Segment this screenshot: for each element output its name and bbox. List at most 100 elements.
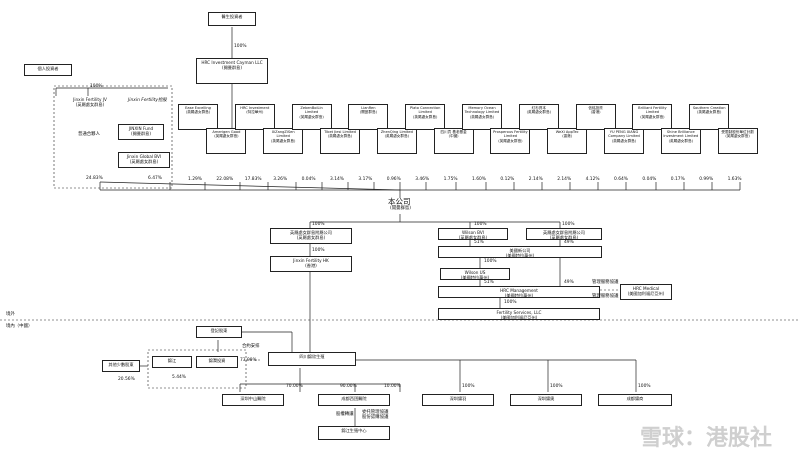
bvi-subsidiary-2-box: 英屬處女群島附屬公司 (英屬處女群島) [526, 228, 602, 240]
pct-5-44: 5.44% [172, 375, 186, 380]
shareholder-box: Ease Excelling (英屬處女群島) [178, 104, 218, 130]
shareholder-pct: 1.29% [188, 177, 202, 182]
shareholder-name: Plato Connection Limited (英屬處女群島) [409, 106, 441, 119]
sub-agreement-note: 委托管理協議 股份認購協議 [362, 410, 389, 420]
region-overseas: 境外 [6, 312, 15, 317]
shareholder-name: 信銘投資 (香港) [588, 106, 603, 115]
shareholder-pct: 3.14% [330, 177, 344, 182]
shareholder-pct: 0.64% [614, 177, 628, 182]
shareholder-name: Shine Brilliance Investment Limited (英屬處… [663, 130, 699, 143]
pct-c2: 100% [550, 384, 563, 389]
hospital-2-box: 成都西囝醫院 [318, 394, 390, 406]
shareholder-name: ZhenQing Limited (英屬處女群島) [380, 130, 413, 139]
shareholder-box: Brilliant Fertility Limited (英屬處女群島) [632, 104, 673, 130]
equity-transfer-label: 股權轉讓 [336, 412, 354, 417]
shareholder-pct: 0.04% [301, 177, 316, 182]
shareholder-box: Tibet Jiesi Limited (英屬處女群島) [320, 128, 360, 154]
jinxin-fund-box: JINXIN Fund (開曼群島) [118, 124, 164, 140]
shareholder-name: Prosperous Fertility Limited (英屬處女群島) [493, 130, 528, 143]
shareholder-name: Tibet Jiesi Limited (英屬處女群島) [324, 130, 356, 139]
pct-49-b: 49% [564, 280, 574, 285]
shareholder-box: HRC Investment (特拉華州) [234, 104, 275, 130]
shareholder-name: ZebenBoiLin Limited (英屬處女群島) [299, 106, 324, 119]
pct-73-99: 73.99% [240, 358, 257, 363]
shareholder-name: YU PENG XIANG Company Limited (英屬處女群島) [608, 130, 640, 143]
shareholder-box: 四川貢 養老基金 (中國) [433, 128, 474, 154]
shareholder-pct: 2.14% [557, 177, 572, 182]
shareholder-box: Memory Ocean Technology Limited (英屬處女群島) [462, 104, 502, 130]
shareholder-name: WeXi AppTec (香港) [555, 130, 579, 139]
shareholder-name: Southern Creation (英屬處女群島) [692, 106, 726, 115]
sichuan-jinrun-box: 錦潤投資 [196, 356, 238, 368]
shareholder-pct: 4.12% [585, 177, 600, 182]
shareholder-box: Prosperous Fertility Limited (英屬處女群島) [490, 128, 531, 154]
shareholder-box: Plato Connection Limited (英屬處女群島) [405, 104, 446, 130]
shareholder-box: 信銘投資 (香港) [575, 104, 616, 130]
wilson-us-box: Wilson US (美國特拉華州) [440, 268, 510, 280]
watermark: 雪球：港股社 [640, 426, 773, 451]
shareholder-pct: 3.17% [358, 177, 373, 182]
region-domestic: 境內（中國） [6, 324, 33, 329]
pct-51-b: 51% [484, 280, 494, 285]
wilson-bvi-pct: 100% [474, 222, 487, 227]
hrc-medical-note: 管理服務協議 [592, 294, 619, 299]
shareholder-name: Ease Excelling (英屬處女群島) [185, 106, 211, 115]
individual-pct: 100% [90, 84, 103, 89]
individual-investor-box: 個人投資者 [24, 64, 72, 76]
shareholder-box: Southern Creation (英屬處女群島) [689, 104, 730, 130]
shareholder-box: WeXi AppTec (香港) [547, 128, 588, 154]
shareholder-box: Shine Brilliance Investment Limited (英屬處… [660, 128, 701, 154]
shareholder-box: LianRen (開曼群島) [348, 104, 389, 130]
shareholder-name: HRC Investment (特拉華州) [240, 106, 270, 115]
pct-51-a: 51% [474, 240, 484, 245]
shareholder-box: Amerigen Good (英屬處女群島) [206, 128, 247, 154]
hrc-management-box: HRC Management (美國特拉華州) [438, 286, 600, 298]
hrc-cayman-pct: 100% [234, 44, 247, 49]
company-c1-box: 深圳錦羽 [422, 394, 494, 406]
us-newco-box: 美國新公司 (美國特拉華州) [438, 246, 602, 258]
shareholder-pct: 0.17% [670, 177, 685, 182]
shareholder-name: 受限制股份單位計劃 (英屬處女群島) [721, 130, 754, 139]
jinxin-hk-box: Jinxin Fertility HK (香港) [270, 256, 352, 272]
jinxin-global-box: Jinxin Global BVI (英屬處女群島) [118, 152, 170, 168]
shareholder-name: Brilliant Fertility Limited (英屬處女群島) [638, 106, 667, 119]
pct-c3: 100% [638, 384, 651, 389]
hrc-cayman-box: HRC Investment Cayman LLC (開曼群島) [196, 58, 268, 84]
bvi-sub-pct: 100% [312, 222, 325, 227]
us-newco-pct: 100% [484, 259, 497, 264]
company-name: 本公司 [388, 197, 411, 206]
shareholder-name: 四川貢 養老基金 (中國) [440, 130, 467, 139]
pct-c1: 100% [462, 384, 475, 389]
company-c3-box: 成都錦商 [598, 394, 672, 406]
other-shareholders-box: 其他少數股東 [102, 360, 140, 372]
shareholder-name: Amerigen Good (英屬處女群島) [212, 130, 241, 139]
left-pct-2: 6.47% [148, 176, 162, 181]
founder-label: 普通合夥人 [78, 132, 100, 137]
jinxin-group-label: Jinxin Fertility控股 [128, 98, 167, 103]
contract-arrangement: 合約安排 [242, 344, 260, 349]
shareholder-pct: 0.04% [642, 177, 657, 182]
bvi-subsidiary-box: 英屬處女群島附屬公司 (英屬處女群島) [270, 228, 352, 244]
hospital-1-box: 深圳中山醫院 [222, 394, 284, 406]
jinjiang-center-box: 錦江生殖中心 [318, 426, 390, 440]
hrc-medical-box: HRC Medical (美國加利福尼亞州) [620, 284, 672, 300]
shareholder-pct: 0.96% [386, 177, 401, 182]
shareholder-name: 紅杉資本 (英屬處女群島) [526, 106, 551, 115]
jinxin-hk-pct: 100% [312, 248, 325, 253]
management-agreement-note: 管理服務協議 [592, 280, 619, 285]
pct-10: 10.00% [384, 384, 401, 389]
shareholder-pct: 17.83% [244, 177, 262, 182]
shareholder-box: YU PENG XIANG Company Limited (英屬處女群島) [604, 128, 644, 154]
pct-90: 90.00% [340, 384, 357, 389]
shareholder-pct: 1.63% [727, 177, 742, 182]
wilson-bvi-box: Wilson BVI (英屬處女群島) [438, 228, 508, 240]
left-pct-1: 24.83% [86, 176, 103, 181]
sichuan-jinxin-box: 四川錦欣生殖 [268, 352, 356, 366]
pct-49-a: 49% [564, 240, 574, 245]
jinjiang-box: 錦江 [152, 356, 192, 368]
registered-shareholder-box: 登記股東 [196, 326, 242, 338]
shareholder-box: ZebenBoiLin Limited (英屬處女群島) [291, 104, 332, 130]
other-shareholders-pct: 20.56% [118, 377, 135, 382]
shareholder-pct: 0.99% [699, 177, 714, 182]
